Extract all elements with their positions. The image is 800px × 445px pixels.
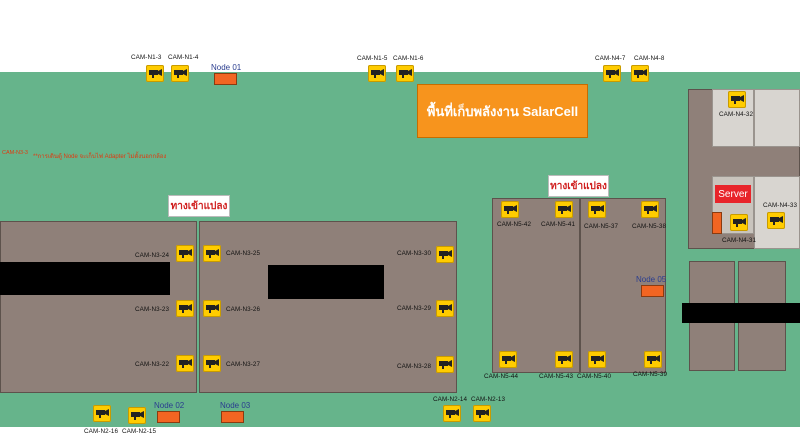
- camera-icon[interactable]: [176, 300, 194, 317]
- server-label: Server: [715, 185, 751, 203]
- camera-icon[interactable]: [203, 355, 221, 372]
- node-01-box[interactable]: [214, 73, 237, 85]
- node-05-label: Node 05: [636, 275, 667, 284]
- camera-icon[interactable]: [171, 65, 189, 82]
- camera-icon[interactable]: [730, 214, 748, 231]
- camera-label: CAM-N4-33: [763, 202, 798, 209]
- building-n4-room-b: [754, 89, 800, 147]
- camera-label: CAM-N4-8: [634, 55, 665, 62]
- camera-icon[interactable]: [473, 405, 491, 422]
- camera-icon[interactable]: [368, 65, 386, 82]
- node-05-box[interactable]: [641, 285, 664, 297]
- camera-icon[interactable]: [436, 246, 454, 263]
- camera-icon[interactable]: [555, 351, 573, 368]
- building-n4-room-a: [712, 89, 754, 147]
- camera-label: CAM-N3-25: [226, 250, 261, 257]
- node-02-box[interactable]: [157, 411, 180, 423]
- camera-icon[interactable]: [728, 91, 746, 108]
- camera-label: CAM-N5-44: [484, 373, 519, 380]
- note-text: **การเดินตู้ Node จะเก็บไฟ Adapter ไม่ตั…: [33, 154, 167, 160]
- camera-label: CAM-N3-29: [397, 305, 432, 312]
- camera-icon[interactable]: [499, 351, 517, 368]
- camera-label: CAM-N2-16: [84, 428, 119, 435]
- solar-storage-area: พื้นที่เก็บพลังงาน SalarCell: [417, 84, 588, 138]
- plot-block-n5-left: [492, 198, 580, 373]
- camera-label: CAM-N1-3: [131, 54, 162, 61]
- camera-icon[interactable]: [501, 201, 519, 218]
- camera-label: CAM-N5-40: [577, 373, 612, 380]
- camera-icon[interactable]: [176, 245, 194, 262]
- camera-label: CAM-N5-37: [584, 223, 619, 230]
- camera-icon[interactable]: [203, 300, 221, 317]
- camera-label: CAM-N3-30: [397, 250, 432, 257]
- camera-label: CAM-N5-38: [632, 223, 667, 230]
- camera-label: CAM-N5-41: [541, 221, 576, 228]
- plot-block-left: [0, 221, 197, 393]
- redacted-bar-center: [268, 265, 384, 299]
- camera-icon[interactable]: [588, 201, 606, 218]
- camera-label: CAM-N3-22: [135, 361, 170, 368]
- camera-icon[interactable]: [436, 356, 454, 373]
- camera-label: CAM-N4-7: [595, 55, 626, 62]
- camera-label: CAM-N4-32: [719, 111, 754, 118]
- gate-right: ทางเข้าแปลง: [548, 175, 609, 197]
- camera-icon[interactable]: [767, 212, 785, 229]
- camera-icon[interactable]: [603, 65, 621, 82]
- camera-icon[interactable]: [396, 65, 414, 82]
- redacted-bar-left: [0, 262, 170, 295]
- camera-label: CAM-N2-14: [433, 396, 468, 403]
- node-03-box[interactable]: [221, 411, 244, 423]
- camera-label: CAM-N1-5: [357, 55, 388, 62]
- camera-icon[interactable]: [93, 405, 111, 422]
- plot-block-center: [199, 221, 457, 393]
- camera-icon[interactable]: [641, 201, 659, 218]
- camera-label: CAM-N5-42: [497, 221, 532, 228]
- camera-icon[interactable]: [443, 405, 461, 422]
- camera-label: CAM-N3-23: [135, 306, 170, 313]
- camera-icon[interactable]: [644, 351, 662, 368]
- camera-label: CAM-N1-6: [393, 55, 424, 62]
- node-03-label: Node 03: [220, 401, 251, 410]
- camera-label: CAM-N5-39: [633, 371, 668, 378]
- camera-icon[interactable]: [203, 245, 221, 262]
- camera-label: CAM-N3-26: [226, 306, 261, 313]
- redacted-bar-right: [682, 303, 800, 323]
- camera-label: CAM-N3-24: [135, 252, 170, 259]
- camera-icon[interactable]: [588, 351, 606, 368]
- camera-label: CAM-N3-27: [226, 361, 261, 368]
- gate-left: ทางเข้าแปลง: [168, 195, 230, 217]
- camera-label: CAM-N4-31: [722, 237, 757, 244]
- node-01-label: Node 01: [211, 63, 242, 72]
- camera-icon[interactable]: [436, 300, 454, 317]
- camera-label: CAM-N5-43: [539, 373, 574, 380]
- node-02-label: Node 02: [154, 401, 185, 410]
- camera-label: CAM-N3-28: [397, 363, 432, 370]
- camera-icon[interactable]: [146, 65, 164, 82]
- camera-label: CAM-N2-13: [471, 396, 506, 403]
- camera-label: CAM-N1-4: [168, 54, 199, 61]
- camera-icon[interactable]: [631, 65, 649, 82]
- note-code: CAM-N3-3: [2, 150, 28, 156]
- server-rack: [712, 212, 722, 234]
- camera-label: CAM-N2-15: [122, 428, 157, 435]
- camera-icon[interactable]: [176, 355, 194, 372]
- camera-icon[interactable]: [555, 201, 573, 218]
- camera-icon[interactable]: [128, 407, 146, 424]
